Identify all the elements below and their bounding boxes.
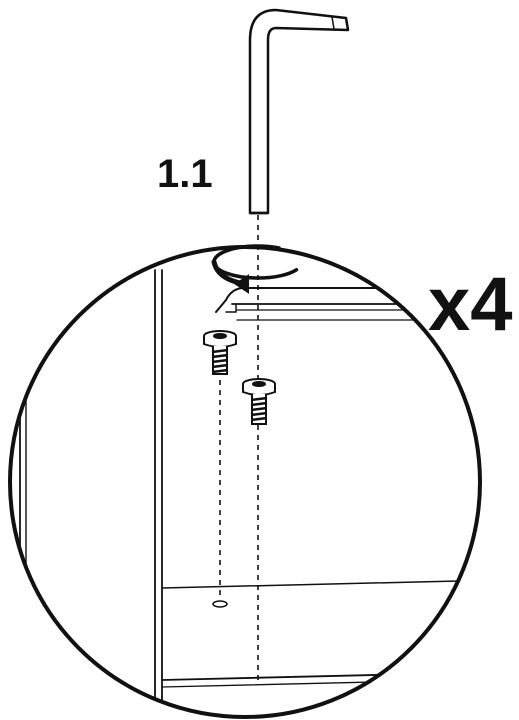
detail-circle (8, 245, 482, 719)
detail-view (19, 269, 480, 716)
rotation-arrow-icon (211, 244, 304, 294)
allen-key-icon (248, 8, 350, 215)
drill-hole (212, 600, 228, 608)
screw-icon (203, 330, 237, 375)
shelf-edge-back (161, 579, 480, 589)
step-number: 1.1 (157, 152, 213, 196)
shelf-edge-front (161, 671, 480, 681)
top-rail-shadow (225, 303, 237, 313)
screw-icon (242, 378, 276, 425)
quantity-label: x4 (428, 262, 513, 347)
alignment-guides (219, 215, 259, 680)
shelf-edge-front-inner (161, 678, 480, 688)
